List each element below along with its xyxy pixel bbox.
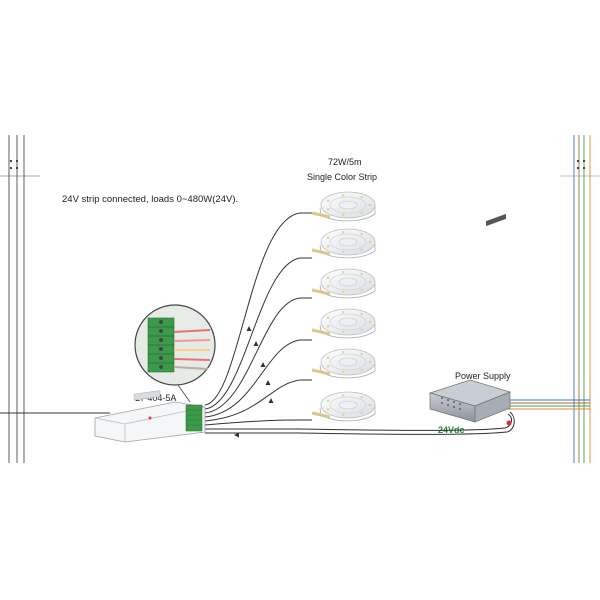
left-wall-lines	[0, 135, 110, 463]
strip-power-label: 72W/5m	[328, 157, 362, 167]
led-strip-reel	[311, 308, 376, 339]
power-supply-device	[428, 213, 512, 423]
led-strip-reel	[311, 191, 376, 222]
strip-type-label: Single Color Strip	[307, 172, 378, 182]
controller-device	[94, 390, 206, 443]
connection-note: 24V strip connected, loads 0~480W(24V).	[62, 194, 239, 205]
psu-output-wires	[205, 411, 515, 435]
led-strip-reels	[311, 191, 376, 422]
current-arrows	[234, 326, 274, 438]
led-strip-reel	[311, 228, 376, 259]
controller-model-label: LT-404-5A	[135, 393, 177, 403]
power-supply-label: Power Supply	[455, 371, 511, 381]
terminal-zoom-inset	[134, 304, 216, 403]
strip-wires	[204, 212, 312, 426]
led-strip-reel	[311, 391, 376, 422]
right-wall-lines	[508, 135, 600, 463]
led-strip-reel	[311, 348, 376, 379]
led-strip-reel	[311, 268, 376, 299]
